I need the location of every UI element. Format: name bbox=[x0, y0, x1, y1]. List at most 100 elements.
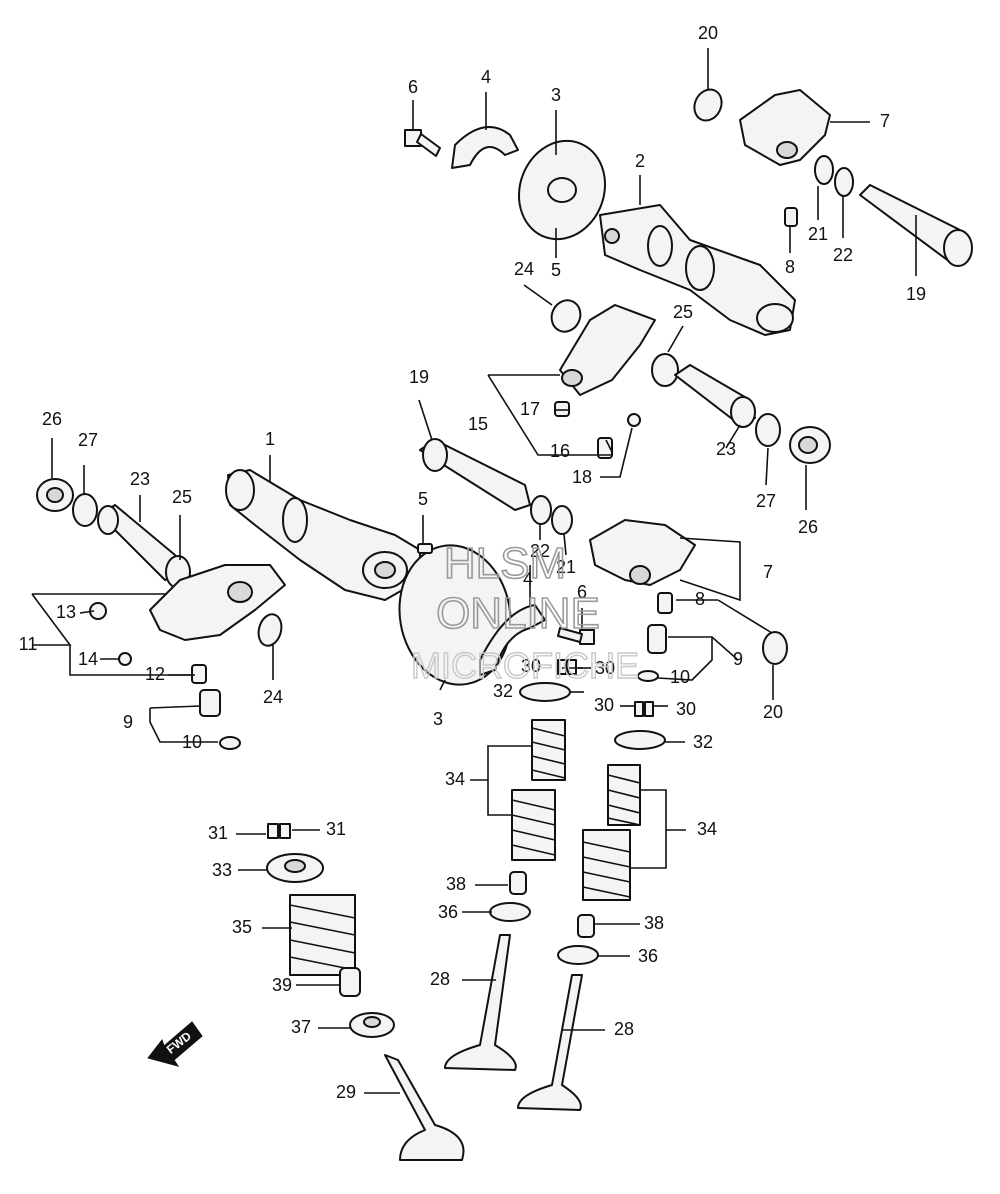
washer-25-middle bbox=[651, 353, 679, 387]
cotter-30-upper bbox=[557, 659, 577, 675]
watermark: HLSM ONLINE MICROFICHE bbox=[410, 538, 639, 687]
callout-9-left: 9 bbox=[123, 712, 133, 732]
callout-10-left: 10 bbox=[182, 732, 202, 752]
seat-37 bbox=[349, 1012, 395, 1038]
callout-2: 2 bbox=[635, 151, 645, 171]
plug-26-right bbox=[789, 426, 831, 464]
screw-17 bbox=[554, 401, 570, 417]
valve-28-left bbox=[444, 934, 517, 1071]
callout-19-upper: 19 bbox=[906, 284, 926, 304]
valve-28-right bbox=[517, 974, 583, 1111]
callout-7-lower: 7 bbox=[763, 562, 773, 582]
callout-24-upper: 24 bbox=[514, 259, 534, 279]
cotter-31 bbox=[267, 823, 291, 839]
callout-labels: 1 2 3 3 4 4 5 5 6 6 7 7 8 8 9 9 10 10 11… bbox=[19, 23, 926, 1102]
callout-11: 11 bbox=[19, 634, 38, 654]
washer-21-upper bbox=[814, 155, 834, 185]
callout-18: 18 bbox=[572, 467, 592, 487]
washer-24-upper bbox=[550, 299, 582, 333]
callout-23-right: 23 bbox=[716, 439, 736, 459]
callout-26-left: 26 bbox=[42, 409, 62, 429]
spring-34-outer-right bbox=[582, 829, 631, 901]
callout-9-right: 9 bbox=[733, 649, 743, 669]
callout-10-right: 10 bbox=[670, 667, 690, 687]
callout-24-lower: 24 bbox=[263, 687, 283, 707]
washer-27-right bbox=[755, 413, 781, 447]
camshaft-lower bbox=[225, 469, 421, 601]
callout-16: 16 bbox=[550, 441, 570, 461]
adjuster-9-right bbox=[647, 624, 667, 654]
callout-37: 37 bbox=[291, 1017, 311, 1037]
rocker-shaft-23-middle bbox=[674, 364, 756, 428]
callout-20-upper: 20 bbox=[698, 23, 718, 43]
seal-38-left bbox=[509, 871, 527, 895]
callout-3-lower: 3 bbox=[433, 709, 443, 729]
bolt-upper bbox=[404, 129, 441, 157]
washer-20-lower bbox=[762, 631, 788, 665]
callout-32-right: 32 bbox=[693, 732, 713, 752]
callout-30-a: 30 bbox=[521, 656, 541, 676]
callout-3-upper: 3 bbox=[551, 85, 561, 105]
washer-22-lower bbox=[530, 495, 552, 525]
callout-5-lower: 5 bbox=[418, 489, 428, 509]
seal-38-right bbox=[577, 914, 595, 938]
washer-20-upper bbox=[693, 88, 723, 122]
callout-22-upper: 22 bbox=[833, 245, 853, 265]
cotter-30-lower bbox=[634, 701, 654, 717]
sprocket-upper bbox=[517, 139, 607, 241]
bolt-lower bbox=[557, 627, 595, 645]
callout-15: 15 bbox=[468, 414, 488, 434]
callout-32-left: 32 bbox=[493, 681, 513, 701]
leader-lines bbox=[31, 48, 917, 1094]
watermark-line-2: ONLINE bbox=[436, 589, 600, 638]
callout-22-lower: 22 bbox=[530, 541, 550, 561]
rocker-arm-upper-right bbox=[739, 89, 831, 166]
seat-36-right bbox=[557, 945, 599, 965]
callout-34-right: 34 bbox=[697, 819, 717, 839]
callout-17: 17 bbox=[520, 399, 540, 419]
rocker-arm-lower-right bbox=[589, 519, 696, 586]
nut-14 bbox=[118, 652, 132, 666]
retainer-33 bbox=[266, 853, 324, 883]
pin-12 bbox=[191, 664, 207, 684]
pin-5-lower bbox=[417, 543, 433, 554]
callout-28-right: 28 bbox=[614, 1019, 634, 1039]
callout-38-right: 38 bbox=[644, 913, 664, 933]
spring-34-inner-left bbox=[531, 719, 566, 781]
sprocket-lower bbox=[398, 544, 512, 686]
callout-4-upper: 4 bbox=[481, 67, 491, 87]
callout-36-left: 36 bbox=[438, 902, 458, 922]
nut-10-right bbox=[637, 670, 659, 682]
callout-33: 33 bbox=[212, 860, 232, 880]
callout-20-lower: 20 bbox=[763, 702, 783, 722]
callout-5-upper: 5 bbox=[551, 260, 561, 280]
callout-35: 35 bbox=[232, 917, 252, 937]
spring-35 bbox=[289, 894, 356, 976]
callout-39: 39 bbox=[272, 975, 292, 995]
callout-8-lower: 8 bbox=[695, 589, 705, 609]
callout-14: 14 bbox=[78, 649, 98, 669]
callout-1: 1 bbox=[265, 429, 275, 449]
rocker-shaft-23-left bbox=[97, 504, 181, 581]
callout-4-lower: 4 bbox=[523, 569, 533, 589]
pin-8-lower bbox=[657, 592, 673, 614]
callout-30-c: 30 bbox=[594, 695, 614, 715]
callout-30-b: 30 bbox=[595, 658, 615, 678]
callout-34-left: 34 bbox=[445, 769, 465, 789]
callout-13: 13 bbox=[56, 602, 76, 622]
forward-arrow-icon bbox=[147, 1021, 203, 1067]
callout-23-left: 23 bbox=[130, 469, 150, 489]
callout-21-upper: 21 bbox=[808, 224, 828, 244]
callout-38-left: 38 bbox=[446, 874, 466, 894]
callout-31-right: 31 bbox=[326, 819, 346, 839]
plate-lower bbox=[479, 604, 546, 676]
plug-26-left bbox=[36, 478, 74, 512]
callout-27-right: 27 bbox=[756, 491, 776, 511]
rocker-shaft-19-lower bbox=[419, 438, 531, 511]
washer-22-upper bbox=[834, 167, 854, 197]
callout-29: 29 bbox=[336, 1082, 356, 1102]
callout-6-lower: 6 bbox=[577, 582, 587, 602]
callout-8-upper: 8 bbox=[785, 257, 795, 277]
